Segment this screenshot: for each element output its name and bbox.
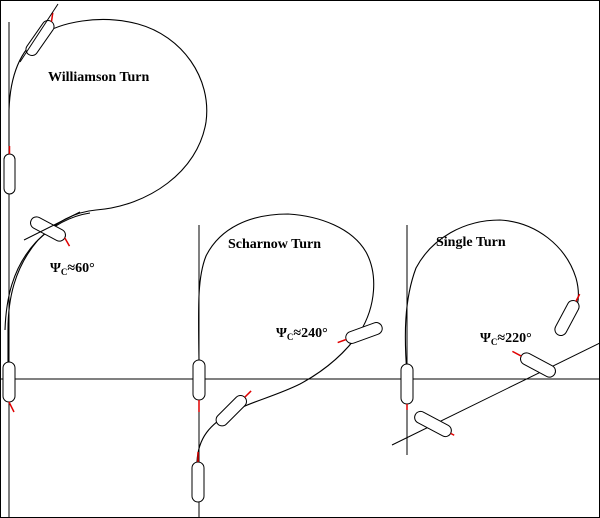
scharnow-psi-label: ΨC≈240° [276,326,328,342]
single-psi-label: ΨC≈220° [480,331,532,347]
scharnow-ship-start [192,359,206,412]
scharnow-turn-diagram: Scharnow Turn ΨC≈240° [191,213,383,518]
scharnow-ship-bottom [191,452,205,503]
single-ship-loop [554,293,581,336]
scharnow-ship-loop [337,322,383,344]
single-track [404,219,579,376]
williamson-ship-start [2,361,16,413]
williamson-heading-line [19,3,59,63]
scharnow-track [196,213,375,500]
single-ship-start [400,363,414,410]
single-turn-label: Single Turn [436,235,506,250]
single-heading-line [391,342,600,446]
williamson-track-inner [4,212,91,331]
single-turn-diagram: Single Turn ΨC≈220° [391,219,600,455]
single-ship-bottom [414,410,455,438]
williamson-psi-label: ΨC≈60° [50,261,95,277]
williamson-turn-label: Williamson Turn [48,70,150,85]
williamson-ship-top [25,12,55,56]
single-ship-mid [512,350,556,378]
williamson-ship-mid [3,146,16,195]
williamson-ship-turn [30,216,71,247]
williamson-turn-heading-line [23,211,81,241]
scharnow-turn-label: Scharnow Turn [228,237,321,252]
scharnow-ship-turn [215,390,252,427]
williamson-turn-diagram: Williamson Turn ΨC≈60° [2,3,208,518]
